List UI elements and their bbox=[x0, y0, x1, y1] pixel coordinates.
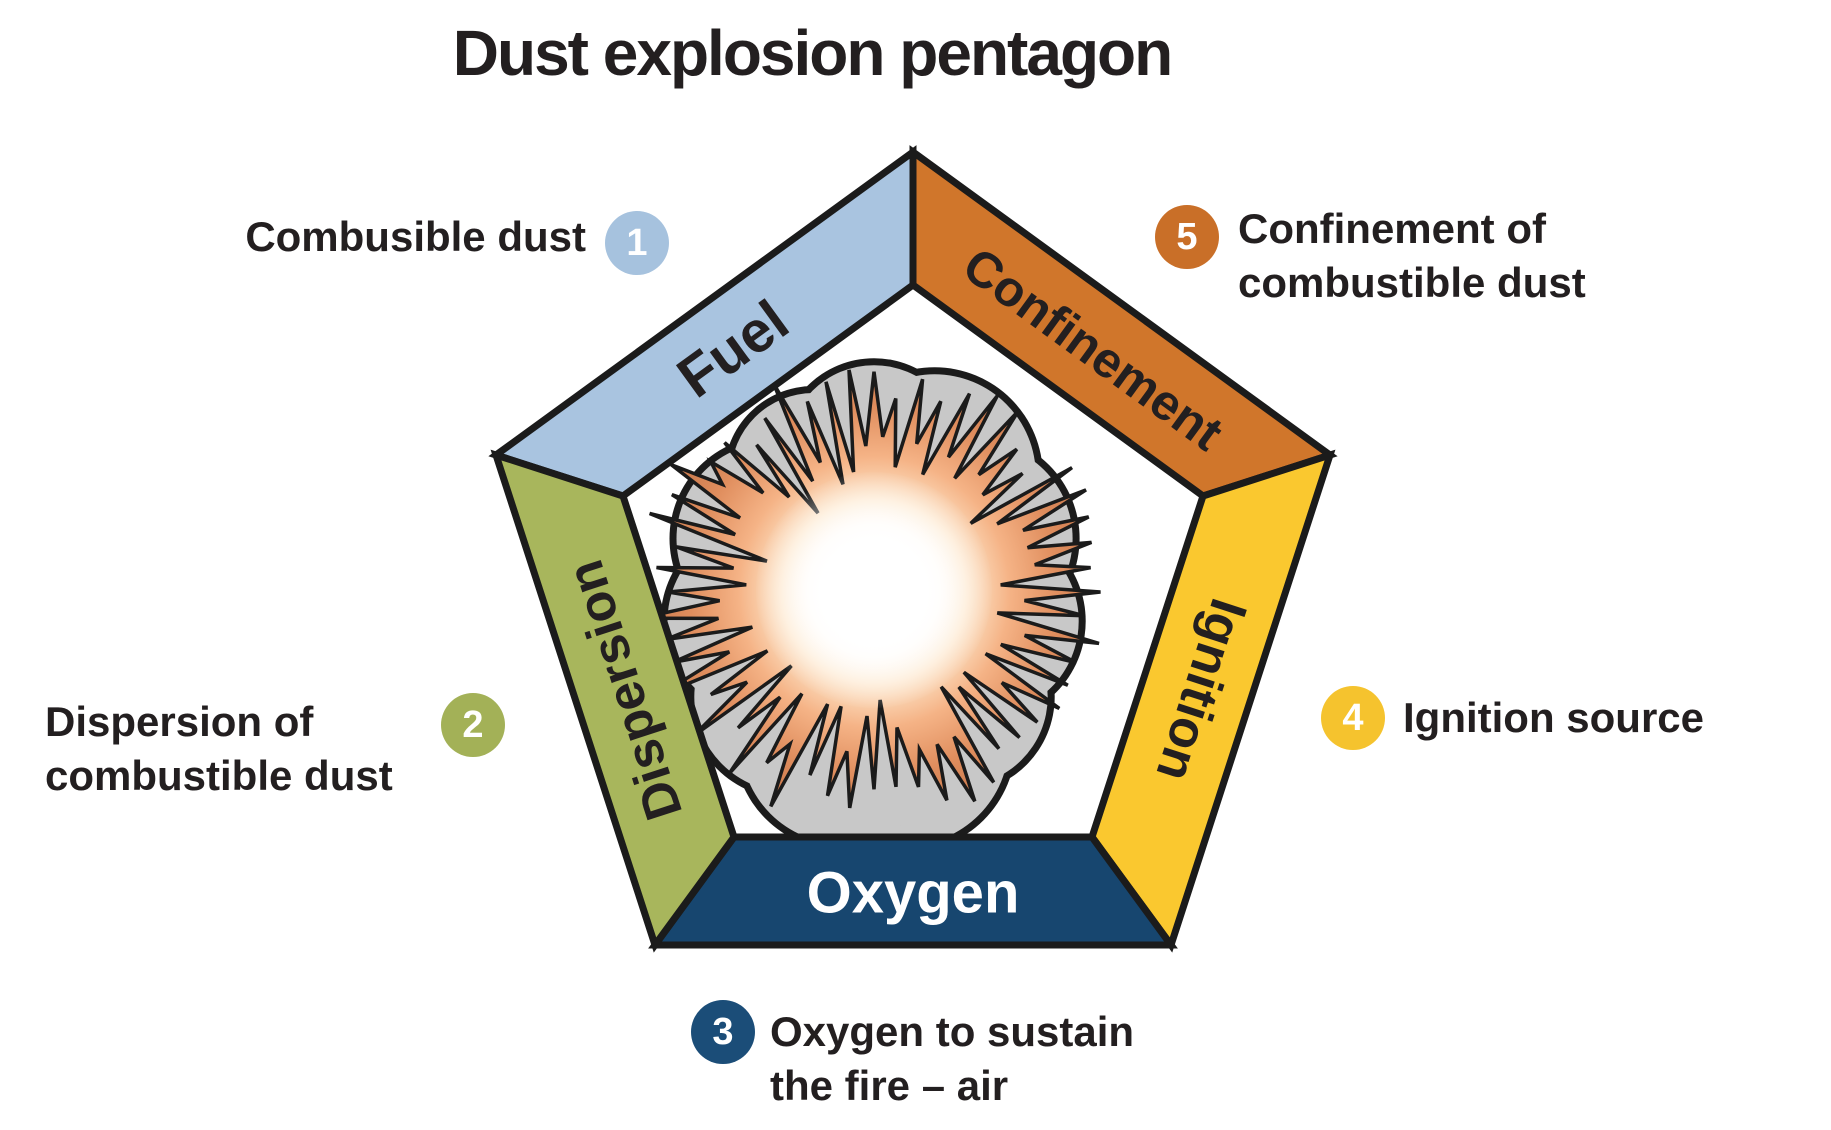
badge-2: 2 bbox=[441, 693, 505, 757]
explosion-starburst-icon bbox=[639, 369, 1101, 809]
label-line: the fire – air bbox=[770, 1062, 1009, 1109]
badge-4: 4 bbox=[1321, 686, 1385, 750]
label-line: Ignition source bbox=[1403, 694, 1705, 741]
label-line: Oxygen to sustain bbox=[770, 1008, 1135, 1055]
badge-number: 3 bbox=[712, 1010, 734, 1053]
label-line: Confinement of bbox=[1238, 205, 1546, 252]
pentagon-side-dispersion bbox=[490, 449, 738, 953]
label-confinement-of-dust: Confinement of combustible dust bbox=[1238, 202, 1586, 310]
badge-5: 5 bbox=[1155, 205, 1219, 269]
explosion-glow bbox=[756, 472, 992, 708]
page-title: Dust explosion pentagon bbox=[452, 17, 1173, 89]
badge-3: 3 bbox=[691, 1000, 755, 1064]
badge-number: 2 bbox=[462, 703, 484, 746]
label-line: combustible dust bbox=[45, 752, 393, 799]
label-dispersion-of-dust: Dispersion of combustible dust bbox=[45, 695, 393, 803]
label-line: Combusible dust bbox=[245, 213, 586, 260]
label-ignition-source: Ignition source bbox=[1403, 691, 1704, 745]
badge-number: 5 bbox=[1176, 215, 1198, 258]
label-line: combustible dust bbox=[1238, 259, 1586, 306]
side-label-oxygen: Oxygen bbox=[807, 861, 1020, 926]
label-line: Dispersion of bbox=[45, 698, 314, 745]
badge-number: 1 bbox=[626, 221, 648, 264]
label-oxygen-to-sustain: Oxygen to sustain the fire – air bbox=[770, 1005, 1134, 1113]
badge-1: 1 bbox=[605, 211, 669, 275]
badge-number: 4 bbox=[1342, 696, 1364, 739]
label-combustible-dust: Combusible dust bbox=[245, 210, 586, 264]
